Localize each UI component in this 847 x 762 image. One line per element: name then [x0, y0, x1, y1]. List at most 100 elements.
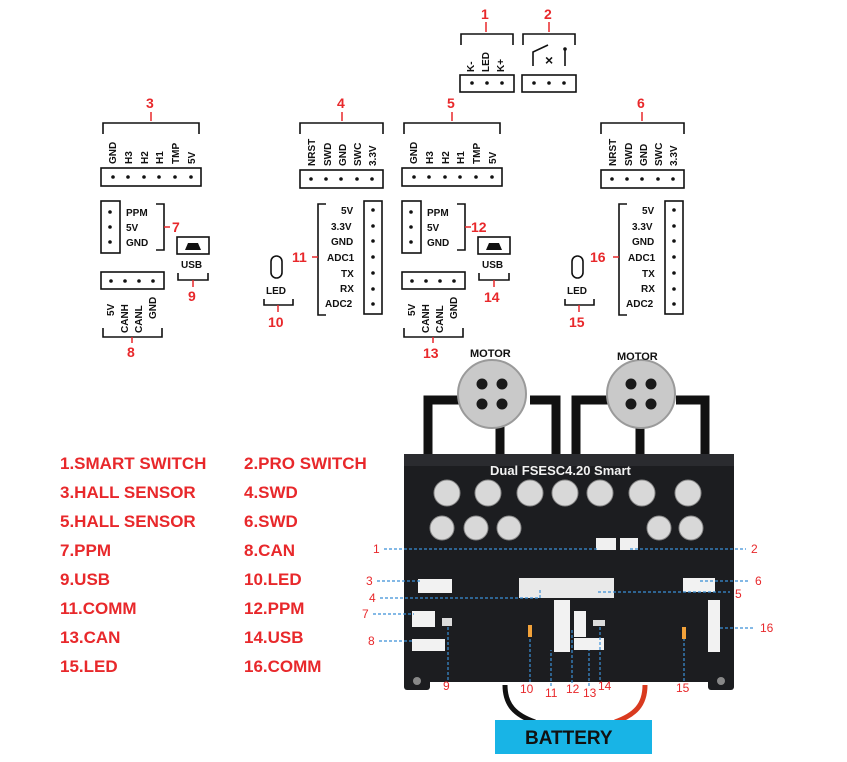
pin-5v: 5V — [106, 303, 117, 316]
connector-16-comm: 16 5V 3.3V GND ADC1 TX RX ADC2 — [590, 200, 684, 316]
callout-6: 6 — [637, 95, 645, 111]
pin-swd: SWD — [624, 143, 635, 166]
pin-tmp: TMP — [472, 143, 483, 164]
board-callouts: 1 2 3 4 5 6 7 8 9 10 11 12 13 1 — [362, 542, 774, 700]
connector-13-can: 5V CANH CANL GND 13 — [401, 271, 466, 361]
pin-gnd: GND — [427, 238, 449, 249]
legend-item: 12.PPM — [244, 599, 304, 618]
pin-adc1: ADC1 — [628, 253, 656, 264]
pin-3v3: 3.3V — [669, 145, 680, 166]
pin-gnd: GND — [108, 142, 119, 164]
pin-k-minus: K- — [466, 61, 477, 72]
callout-12: 12 — [471, 219, 487, 235]
pin-5v: 5V — [126, 223, 139, 234]
pin-ppm: PPM — [126, 208, 148, 219]
pin-gnd: GND — [632, 237, 654, 248]
pro-switch-symbol: × — [545, 52, 553, 68]
pin-canh: CANH — [421, 304, 432, 333]
motor-label-right: MOTOR — [617, 351, 658, 363]
pin-h3: H3 — [425, 151, 436, 164]
board-callout-13: 13 — [583, 686, 597, 700]
connector-8-can: 5V CANH CANL GND 8 — [100, 271, 165, 360]
connector-4-swd: 4 NRST SWD GND SWC 3.3V — [299, 95, 384, 189]
connector-3-hall-sensor: 3 GND H3 H2 H1 TMP 5V — [100, 95, 202, 187]
connector-14-usb: USB 14 — [477, 236, 511, 305]
pin-3v3: 3.3V — [331, 222, 352, 233]
pin-canl: CANL — [134, 305, 145, 333]
legend-item: 3.HALL SENSOR — [60, 483, 196, 502]
pin-gnd: GND — [639, 144, 650, 166]
esc-board: MOTOR MOTOR Dual FSESC4.20 Smart — [362, 348, 774, 754]
board-callout-2: 2 — [751, 542, 758, 556]
connector-1-smart-switch: 1 K- LED K+ — [459, 6, 515, 93]
connector-9-usb: USB 9 — [176, 236, 210, 304]
pin-tx: TX — [642, 269, 655, 280]
pin-nrst: NRST — [307, 139, 318, 166]
board-callout-1: 1 — [373, 542, 380, 556]
callout-9: 9 — [188, 288, 196, 304]
pin-swd: SWD — [323, 143, 334, 166]
board-callout-8: 8 — [368, 634, 375, 648]
callout-5: 5 — [447, 95, 455, 111]
legend-item: 11.COMM — [60, 599, 137, 618]
callout-7: 7 — [172, 219, 180, 235]
motor-connector-right: MOTOR — [606, 351, 676, 429]
pin-h2: H2 — [140, 151, 151, 164]
callout-4: 4 — [337, 95, 345, 111]
connector-10-led: LED 10 — [263, 255, 294, 330]
usb-label: USB — [482, 260, 503, 271]
pin-k-plus: K+ — [496, 59, 507, 72]
callout-3: 3 — [146, 95, 154, 111]
legend-item: 5.HALL SENSOR — [60, 512, 196, 531]
callout-11: 11 — [292, 249, 307, 265]
pin-h3: H3 — [124, 151, 135, 164]
usb-label: USB — [181, 260, 202, 271]
pin-tx: TX — [341, 269, 354, 280]
pin-gnd: GND — [331, 237, 353, 248]
connector-12-ppm: PPM 5V GND 12 — [401, 200, 487, 254]
board-callout-11: 11 — [545, 686, 558, 700]
board-title: Dual FSESC4.20 Smart — [490, 463, 632, 478]
pin-canl: CANL — [435, 305, 446, 333]
callout-2: 2 — [544, 6, 552, 22]
pin-adc1: ADC1 — [327, 253, 355, 264]
pin-5v: 5V — [407, 303, 418, 316]
board-callout-7: 7 — [362, 607, 369, 621]
connector-15-led: LED 15 — [564, 255, 595, 330]
legend: 1.SMART SWITCH 2.PRO SWITCH 3.HALL SENSO… — [60, 454, 367, 676]
connector-7-ppm: PPM 5V GND 7 — [100, 200, 180, 254]
board-callout-12: 12 — [566, 682, 580, 696]
pin-5v: 5V — [427, 223, 440, 234]
pin-gnd: GND — [126, 238, 148, 249]
pin-h1: H1 — [155, 151, 166, 164]
pin-gnd: GND — [409, 142, 420, 164]
pin-rx: RX — [641, 284, 655, 295]
pin-canh: CANH — [120, 304, 131, 333]
legend-item: 4.SWD — [244, 483, 298, 502]
connector-2-pro-switch: 2 × — [521, 6, 577, 93]
legend-item: 15.LED — [60, 657, 118, 676]
legend-item: 7.PPM — [60, 541, 111, 560]
pin-nrst: NRST — [608, 139, 619, 166]
legend-item: 8.CAN — [244, 541, 295, 560]
legend-item: 9.USB — [60, 570, 110, 589]
pin-h2: H2 — [441, 151, 452, 164]
callout-8: 8 — [127, 344, 135, 360]
connector-11-comm: 11 5V 3.3V GND ADC1 TX RX ADC2 — [292, 200, 383, 316]
led-label: LED — [266, 286, 286, 297]
pin-tmp: TMP — [171, 143, 182, 164]
board-callout-5: 5 — [735, 587, 742, 601]
pin-adc2: ADC2 — [626, 299, 654, 310]
pin-5v: 5V — [488, 151, 499, 164]
pin-gnd: GND — [338, 144, 349, 166]
battery-text: BATTERY — [525, 728, 613, 749]
legend-item: 2.PRO SWITCH — [244, 454, 367, 473]
board-callout-4: 4 — [369, 591, 376, 605]
pin-led: LED — [481, 52, 492, 72]
board-callout-16: 16 — [760, 621, 774, 635]
callout-10: 10 — [268, 314, 284, 330]
board-callout-10: 10 — [520, 682, 534, 696]
legend-item: 6.SWD — [244, 512, 298, 531]
callout-14: 14 — [484, 289, 500, 305]
